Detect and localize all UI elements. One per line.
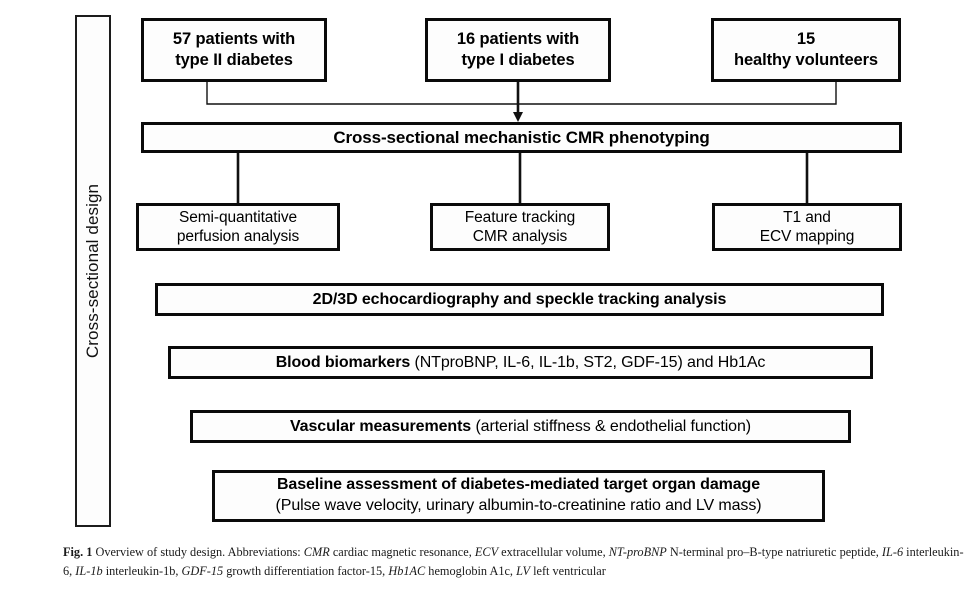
caption-text-1: Overview of study design. Abbreviations: — [92, 545, 304, 559]
abbr-gdf15: GDF-15 — [181, 564, 224, 579]
healthy-volunteers-cohort-box: 15 healthy volunteers — [711, 18, 901, 82]
feature-tracking-analysis-text: Feature tracking CMR analysis — [457, 208, 583, 247]
perfusion-analysis-box: Semi-quantitative perfusion analysis — [136, 203, 340, 251]
abbr-lv: LV — [516, 564, 530, 579]
assessment-regular-part: (NTproBNP, IL-6, IL-1b, ST2, GDF-15) and… — [410, 353, 766, 371]
analysis-line-1: Semi-quantitative — [178, 208, 298, 226]
caption-text-6: interleukin-1b, — [102, 564, 182, 579]
abbr-il1b: IL-1b — [75, 564, 103, 579]
perfusion-analysis-text: Semi-quantitative perfusion analysis — [169, 208, 307, 247]
cohort-line-2: type I diabetes — [461, 51, 575, 69]
t1-ecv-mapping-text: T1 and ECV mapping — [752, 208, 863, 247]
blood-biomarkers-assessment-box: Blood biomarkers (NTproBNP, IL-6, IL-1b,… — [168, 346, 873, 379]
caption-text-2: cardiac magnetic resonance, — [329, 545, 475, 559]
cross-sectional-design-label: Cross-sectional design — [83, 183, 102, 359]
analysis-line-2: ECV mapping — [759, 228, 855, 245]
abbr-cmr: CMR — [303, 545, 330, 559]
caption-text-7: growth differentiation factor-15, — [223, 564, 389, 579]
assessment-bold-part: Vascular measurements — [289, 417, 472, 435]
abbr-ecv: ECV — [474, 545, 499, 559]
analysis-line-2: CMR analysis — [472, 228, 568, 245]
caption-text-3: extracellular volume, — [498, 545, 609, 559]
caption-text-8: hemoglobin A1c, — [425, 564, 517, 579]
caption-text-4: N-terminal pro–B-type natriuretic peptid… — [666, 545, 882, 559]
healthy-volunteers-cohort-text: 15 healthy volunteers — [726, 29, 886, 70]
abbr-il6: IL-6 — [881, 545, 904, 559]
echocardiography-assessment-box: 2D/3D echocardiography and speckle track… — [155, 283, 884, 316]
cohort-line-1: 57 patients with — [172, 30, 296, 49]
assessment-regular-part: (arterial stiffness & endothelial functi… — [471, 417, 752, 435]
type-2-diabetes-cohort-text: 57 patients with type II diabetes — [165, 29, 303, 70]
vascular-measurements-assessment-text: Vascular measurements (arterial stiffnes… — [282, 417, 759, 437]
assessment-bold-part: Blood biomarkers — [275, 353, 411, 371]
analysis-line-1: Feature tracking — [464, 208, 576, 226]
type-2-diabetes-cohort-box: 57 patients with type II diabetes — [141, 18, 327, 82]
caption-text-5: interleukin-6, — [63, 545, 964, 579]
cmr-phenotyping-label: Cross-sectional mechanistic CMR phenotyp… — [333, 127, 710, 147]
feature-tracking-analysis-box: Feature tracking CMR analysis — [430, 203, 610, 251]
analysis-line-1: T1 and — [783, 208, 831, 226]
analysis-line-2: perfusion analysis — [176, 228, 300, 245]
echocardiography-assessment-text: 2D/3D echocardiography and speckle track… — [305, 290, 735, 310]
cohort-line-2: healthy volunteers — [734, 51, 878, 69]
abbr-ntprobnp: NT-proBNP — [608, 545, 667, 559]
cohort-line-2: type II diabetes — [175, 51, 293, 69]
baseline-line-1: Baseline assessment of diabetes-mediated… — [276, 476, 761, 494]
cross-sectional-design-bar: Cross-sectional design — [75, 15, 111, 527]
vascular-measurements-assessment-box: Vascular measurements (arterial stiffnes… — [190, 410, 851, 443]
figure-caption-label: Fig. 1 — [63, 545, 93, 559]
blood-biomarkers-assessment-text: Blood biomarkers (NTproBNP, IL-6, IL-1b,… — [268, 353, 774, 373]
figure-caption: Fig. 1 Overview of study design. Abbrevi… — [63, 543, 968, 581]
t1-ecv-mapping-box: T1 and ECV mapping — [712, 203, 902, 251]
cmr-phenotyping-banner: Cross-sectional mechanistic CMR phenotyp… — [141, 122, 902, 153]
abbr-hb1ac: Hb1AC — [388, 564, 426, 579]
caption-text-9: left ventricular — [530, 564, 606, 579]
baseline-assessment-box: Baseline assessment of diabetes-mediated… — [212, 470, 825, 522]
baseline-line-2: (Pulse wave velocity, urinary albumin-to… — [275, 497, 762, 514]
assessment-bold-part: 2D/3D echocardiography and speckle track… — [312, 290, 727, 308]
baseline-assessment-text: Baseline assessment of diabetes-mediated… — [268, 475, 770, 517]
cohort-line-1: 15 — [796, 30, 816, 49]
type-1-diabetes-cohort-box: 16 patients with type I diabetes — [425, 18, 611, 82]
type-1-diabetes-cohort-text: 16 patients with type I diabetes — [449, 29, 587, 70]
cohort-line-1: 16 patients with — [456, 30, 580, 49]
